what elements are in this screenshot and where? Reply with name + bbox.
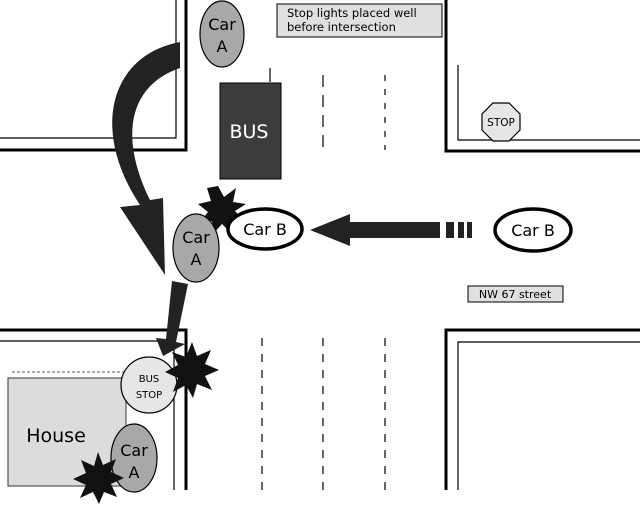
car-b-arrow-dash-1 bbox=[446, 222, 454, 238]
car-b-arrow-dash-3 bbox=[467, 222, 472, 238]
street-sign-label: NW 67 street bbox=[479, 288, 552, 301]
car-a-mid bbox=[172, 213, 220, 283]
note-line-1: Stop lights placed well bbox=[287, 6, 417, 20]
bus bbox=[219, 82, 282, 180]
road-edge-bottom-right-inner bbox=[457, 341, 640, 490]
car-b-collision bbox=[226, 207, 304, 251]
stop-sign bbox=[481, 102, 521, 142]
house-label: House bbox=[26, 425, 86, 447]
car-b-approach-label: Car B bbox=[511, 221, 555, 240]
bus-stop-line-1: BUS bbox=[139, 374, 160, 385]
car-b-approach bbox=[493, 207, 573, 253]
car-a-top-line-1: Car bbox=[208, 15, 236, 34]
car-b-arrow-dash-2 bbox=[458, 222, 464, 238]
car-a-house-line-1: Car bbox=[120, 441, 148, 460]
car-a-house-line-2: A bbox=[129, 463, 140, 482]
car-a-turn-arrow bbox=[112, 42, 180, 275]
collision-burst-2 bbox=[165, 342, 219, 398]
car-b-arrow bbox=[310, 214, 472, 246]
car-a-house bbox=[110, 423, 158, 493]
street-sign bbox=[467, 285, 564, 303]
bus-stop-line-2: STOP bbox=[136, 390, 162, 401]
road-edge-top-right-inner bbox=[457, 65, 640, 141]
road-edge-top-left-outer bbox=[0, 0, 188, 152]
car-b-collision-label: Car B bbox=[243, 220, 287, 239]
car-a-top bbox=[199, 0, 245, 68]
road-edge-bottom-right-outer bbox=[444, 328, 640, 490]
road-edge-bottom-left-outer bbox=[0, 328, 188, 490]
lane-dashes bbox=[261, 68, 386, 490]
car-a-straight-arrow bbox=[156, 281, 188, 356]
collision-burst-3 bbox=[73, 452, 124, 504]
bus-label: BUS bbox=[229, 121, 268, 143]
car-a-top-line-2: A bbox=[217, 37, 228, 56]
note-line-2: before intersection bbox=[287, 20, 396, 34]
car-a-mid-line-2: A bbox=[191, 250, 202, 269]
car-b-arrow-body bbox=[310, 214, 440, 246]
note-box bbox=[276, 3, 443, 38]
road-edge-top-right-outer bbox=[444, 0, 640, 153]
bus-stop bbox=[120, 356, 178, 414]
stop-sign-label: STOP bbox=[487, 117, 515, 129]
car-a-mid-line-1: Car bbox=[182, 228, 210, 247]
